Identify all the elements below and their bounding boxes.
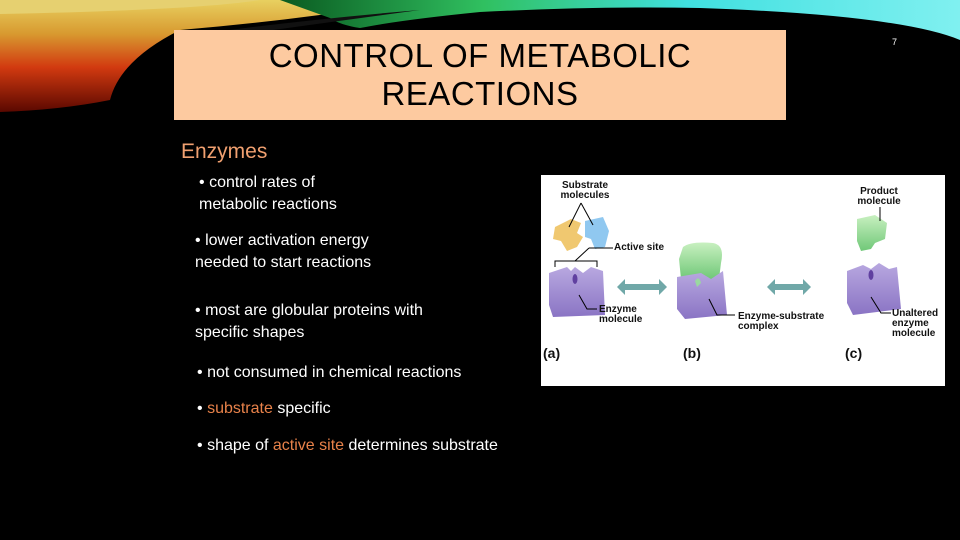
bullet-item: • lower activation energy needed to star…: [195, 230, 371, 274]
bullet-text: shape of: [207, 437, 273, 454]
complex-label: Enzyme-substrate complex: [738, 312, 824, 332]
bullet-text: specific shapes: [195, 324, 305, 341]
label-text: Substrate: [561, 180, 609, 191]
unaltered-enzyme-label: Unaltered enzyme molecule: [892, 309, 938, 339]
label-text: molecules: [560, 190, 610, 201]
bullet-text: not consumed in chemical reactions: [207, 364, 462, 381]
highlight-term: active site: [272, 437, 345, 454]
bullet-marker: •: [195, 232, 201, 249]
bullet-marker: •: [199, 174, 205, 191]
bullet-text: lower activation energy: [205, 232, 369, 249]
label-text: Enzyme-substrate: [738, 311, 825, 322]
label-text: molecule: [857, 196, 901, 207]
bullet-item: • control rates of metabolic reactions: [199, 172, 337, 216]
bullet-item: • not consumed in chemical reactions: [197, 362, 461, 384]
bullet-item: • shape of active site determines substr…: [197, 435, 498, 457]
title-box: CONTROL OF METABOLIC REACTIONS: [174, 30, 786, 120]
slide-number: 7: [892, 37, 898, 47]
label-text: Enzyme: [599, 304, 637, 315]
highlight-term: substrate: [207, 400, 273, 417]
label-text: Unaltered: [892, 308, 939, 319]
label-text: Product: [860, 186, 898, 197]
enzyme-label: Enzyme molecule: [599, 305, 642, 325]
title-line-2: REACTIONS: [381, 75, 579, 112]
bullet-text: determines substrate: [344, 437, 498, 454]
bullet-marker: •: [197, 437, 203, 454]
panel-label-a: (a): [543, 345, 561, 361]
enzyme-diagram: Substrate molecules Active site Enzyme m…: [541, 175, 945, 386]
bullet-text: metabolic reactions: [199, 196, 337, 213]
product-label: Product molecule: [849, 187, 909, 207]
label-text: complex: [738, 321, 779, 332]
bullet-item: • substrate specific: [197, 398, 331, 420]
enzyme-diagram-art: [549, 202, 901, 319]
panel-label-b: (b): [683, 345, 701, 361]
bullet-marker: •: [195, 302, 201, 319]
bullet-item: • most are globular proteins with specif…: [195, 300, 423, 344]
active-site-label: Active site: [614, 242, 665, 253]
label-text: molecule: [892, 328, 936, 339]
bullet-text: specific: [272, 400, 331, 417]
section-heading: Enzymes: [181, 140, 268, 163]
bullet-text: needed to start reactions: [195, 254, 372, 271]
bullet-text: control rates of: [209, 174, 315, 191]
panel-label-c: (c): [845, 345, 863, 361]
bullet-text: most are globular proteins with: [205, 302, 423, 319]
bullet-marker: •: [197, 400, 203, 417]
substrate-label: Substrate molecules: [557, 181, 613, 201]
title-line-1: CONTROL OF METABOLIC: [268, 37, 692, 74]
label-text: enzyme: [892, 318, 929, 329]
slide-title: CONTROL OF METABOLIC REACTIONS: [269, 37, 692, 113]
bullet-marker: •: [197, 364, 203, 381]
label-text: molecule: [599, 314, 643, 325]
